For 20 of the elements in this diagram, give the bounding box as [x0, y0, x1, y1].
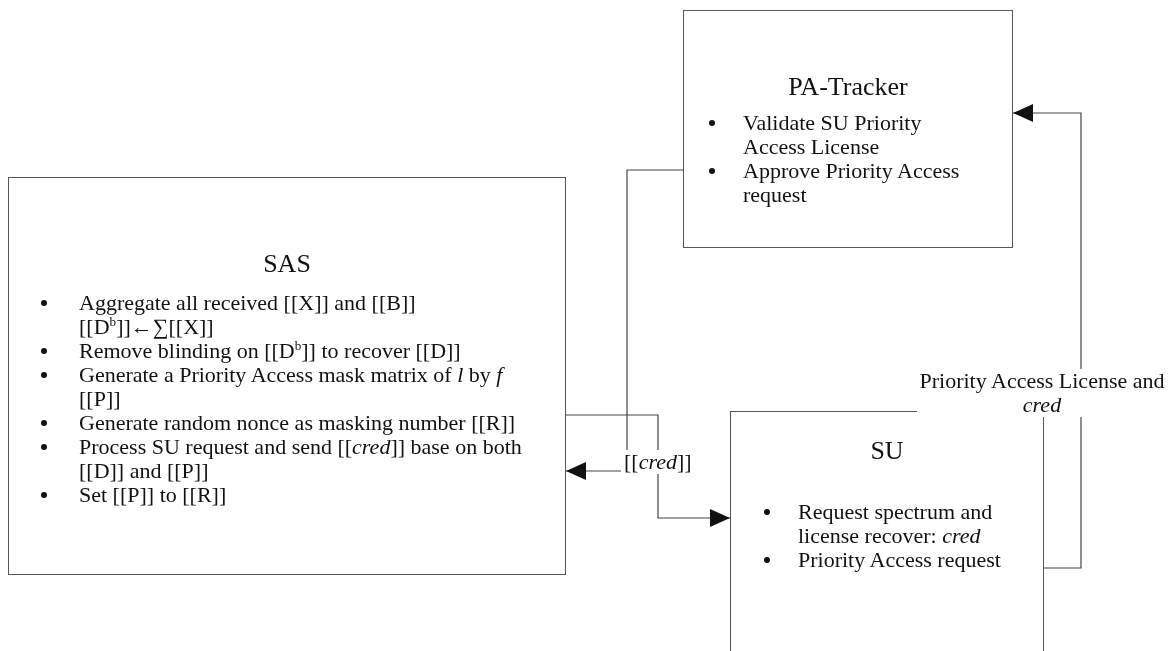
arrow	[565, 169, 684, 480]
box-title: SAS	[263, 249, 311, 278]
list-item-text: Set [[P]] to [[R]]	[79, 483, 228, 507]
list-item-text: Validate SU Priority Access License	[743, 111, 923, 159]
list-item-text: Generate random nonce as masking number [[R]]	[79, 411, 517, 435]
arrow	[565, 414, 731, 527]
list-item-text: Approve Priority Access request	[743, 159, 961, 207]
process-box	[683, 10, 1013, 248]
edge-label: Priority Access License and cred	[917, 369, 1167, 417]
box-title: SU	[870, 436, 904, 465]
process-box	[8, 177, 566, 575]
list-item-text: Generate a Priority Access mask matrix of l by f [[P]]	[79, 363, 506, 411]
list-item-text: Remove blinding on [[D$^{b}$]] to recover [[D]]	[79, 339, 462, 363]
process-box	[730, 411, 1044, 651]
box-title: PA-Tracker	[788, 72, 908, 101]
list-item-text: Request spectrum and license recover: cred	[798, 500, 994, 548]
list-item-text: Priority Access request	[798, 548, 1002, 572]
list-item-text: Process SU request and send [[cred]] base on both [[D]] and [[P]]	[79, 435, 523, 483]
list-item-text: Aggregate all received [[X]] and [[B]] [[D$^{b}$]]←∑[[X]]	[79, 291, 417, 339]
arrow	[1012, 104, 1082, 569]
